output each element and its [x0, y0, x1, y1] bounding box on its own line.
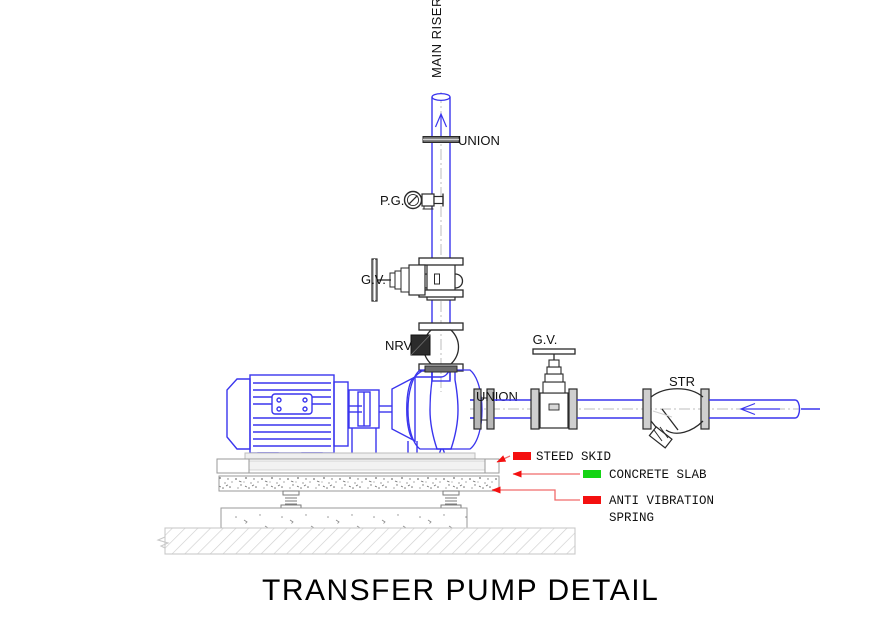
legend-label-anti-vibration: ANTI VIBRATION — [609, 494, 714, 508]
motor-drive-end — [333, 381, 349, 447]
union-suction-label: UNION — [476, 389, 518, 404]
ground-break-symbol — [156, 536, 170, 549]
pump-casing-envelope — [407, 369, 483, 450]
skid-end-left — [216, 458, 250, 474]
riser-pipe-lower — [431, 297, 451, 323]
coupling-guard — [348, 389, 380, 429]
skid-end-right — [484, 458, 500, 474]
suction-line-assembly: UNION G.V. — [470, 332, 820, 449]
legend-label-concrete-slab: CONCRETE SLAB — [609, 468, 707, 482]
leader-anti-vibration — [491, 486, 580, 501]
gauge-cock-body — [421, 193, 435, 207]
pump-discharge-flange — [424, 365, 458, 373]
motor-shaft — [348, 405, 362, 413]
legend-swatch-anti-vibration — [583, 496, 601, 504]
suction-pipe-c — [577, 399, 643, 419]
drawing-title: TRANSFER PUMP DETAIL — [262, 574, 659, 607]
str-body-top — [650, 388, 704, 398]
gauge-needle — [408, 195, 418, 205]
gate-valve-riser-label: G.V. — [361, 272, 386, 287]
nrv-label: NRV — [385, 338, 413, 353]
gate-valve-suction-label: G.V. — [533, 332, 558, 347]
union-suction-fitting — [473, 388, 495, 430]
ground-section — [156, 527, 576, 555]
str-branch-upper — [661, 408, 679, 431]
anti-vibration-springs — [280, 490, 462, 510]
gv-suction-flange-right — [568, 388, 578, 430]
pressure-gauge-assembly — [403, 190, 444, 210]
electric-motor — [226, 374, 362, 464]
pump-bearing-housing — [391, 375, 416, 443]
suction-inlet-stub — [709, 399, 801, 419]
gate-valve-riser-assembly — [371, 257, 464, 302]
str-blowdown-cap — [648, 426, 673, 449]
legend-label-anti-vibration-line2: SPRING — [609, 511, 654, 525]
nrv-flange-top — [418, 322, 464, 331]
strainer-label: STR — [669, 374, 695, 389]
suction-pipe-b — [494, 399, 531, 419]
shaft-coupling — [348, 389, 392, 458]
str-flange-right — [700, 388, 710, 430]
skid-top-rail — [244, 452, 476, 460]
riser-open-end — [431, 92, 451, 102]
union-top-fitting — [422, 136, 460, 143]
steel-skid — [216, 452, 500, 474]
legend-callouts: STEED SKID CONCRETE SLAB ANTI VIBRATION … — [491, 450, 714, 525]
pressure-gauge-label: P.G. — [380, 193, 404, 208]
concrete-slab-body — [218, 475, 500, 492]
gate-valve-suction-body — [539, 392, 569, 429]
main-riser-label: MAIN RISER — [429, 0, 444, 78]
suction-flow-arrow — [739, 402, 780, 416]
concrete-slab — [218, 475, 500, 492]
str-flange-left — [642, 388, 652, 430]
legend-label-steed-skid: STEED SKID — [536, 450, 611, 464]
gv-suction-flange-left — [530, 388, 540, 430]
legend-swatch-concrete-slab — [583, 470, 601, 478]
centrifugal-pump — [391, 368, 483, 461]
gauge-nipple — [433, 195, 444, 205]
motor-fan-cowl — [226, 378, 251, 450]
gv-riser-bonnet — [408, 264, 426, 296]
gv-suction-handwheel — [532, 348, 576, 355]
riser-pipe-upper — [431, 97, 451, 140]
anti-vibration-spring-left — [280, 490, 302, 510]
leader-steed-skid — [496, 455, 511, 463]
legend-swatch-steed-skid — [513, 452, 531, 460]
anti-vibration-spring-right — [440, 490, 462, 510]
motor-terminal-box — [271, 393, 313, 415]
y-strainer-assembly — [642, 388, 710, 449]
union-top-label: UNION — [458, 133, 500, 148]
skid-channel-web — [248, 460, 486, 471]
riser-flow-arrow — [434, 112, 448, 140]
gv-riser-flange-bottom — [418, 289, 464, 298]
ground-hatch-body — [164, 527, 576, 555]
gv-riser-flange-top — [418, 257, 464, 266]
nrv-assembly — [410, 322, 464, 372]
main-riser-assembly: MAIN RISER — [361, 0, 500, 392]
str-body-bottom — [665, 420, 704, 434]
gate-valve-suction-assembly — [530, 348, 578, 430]
